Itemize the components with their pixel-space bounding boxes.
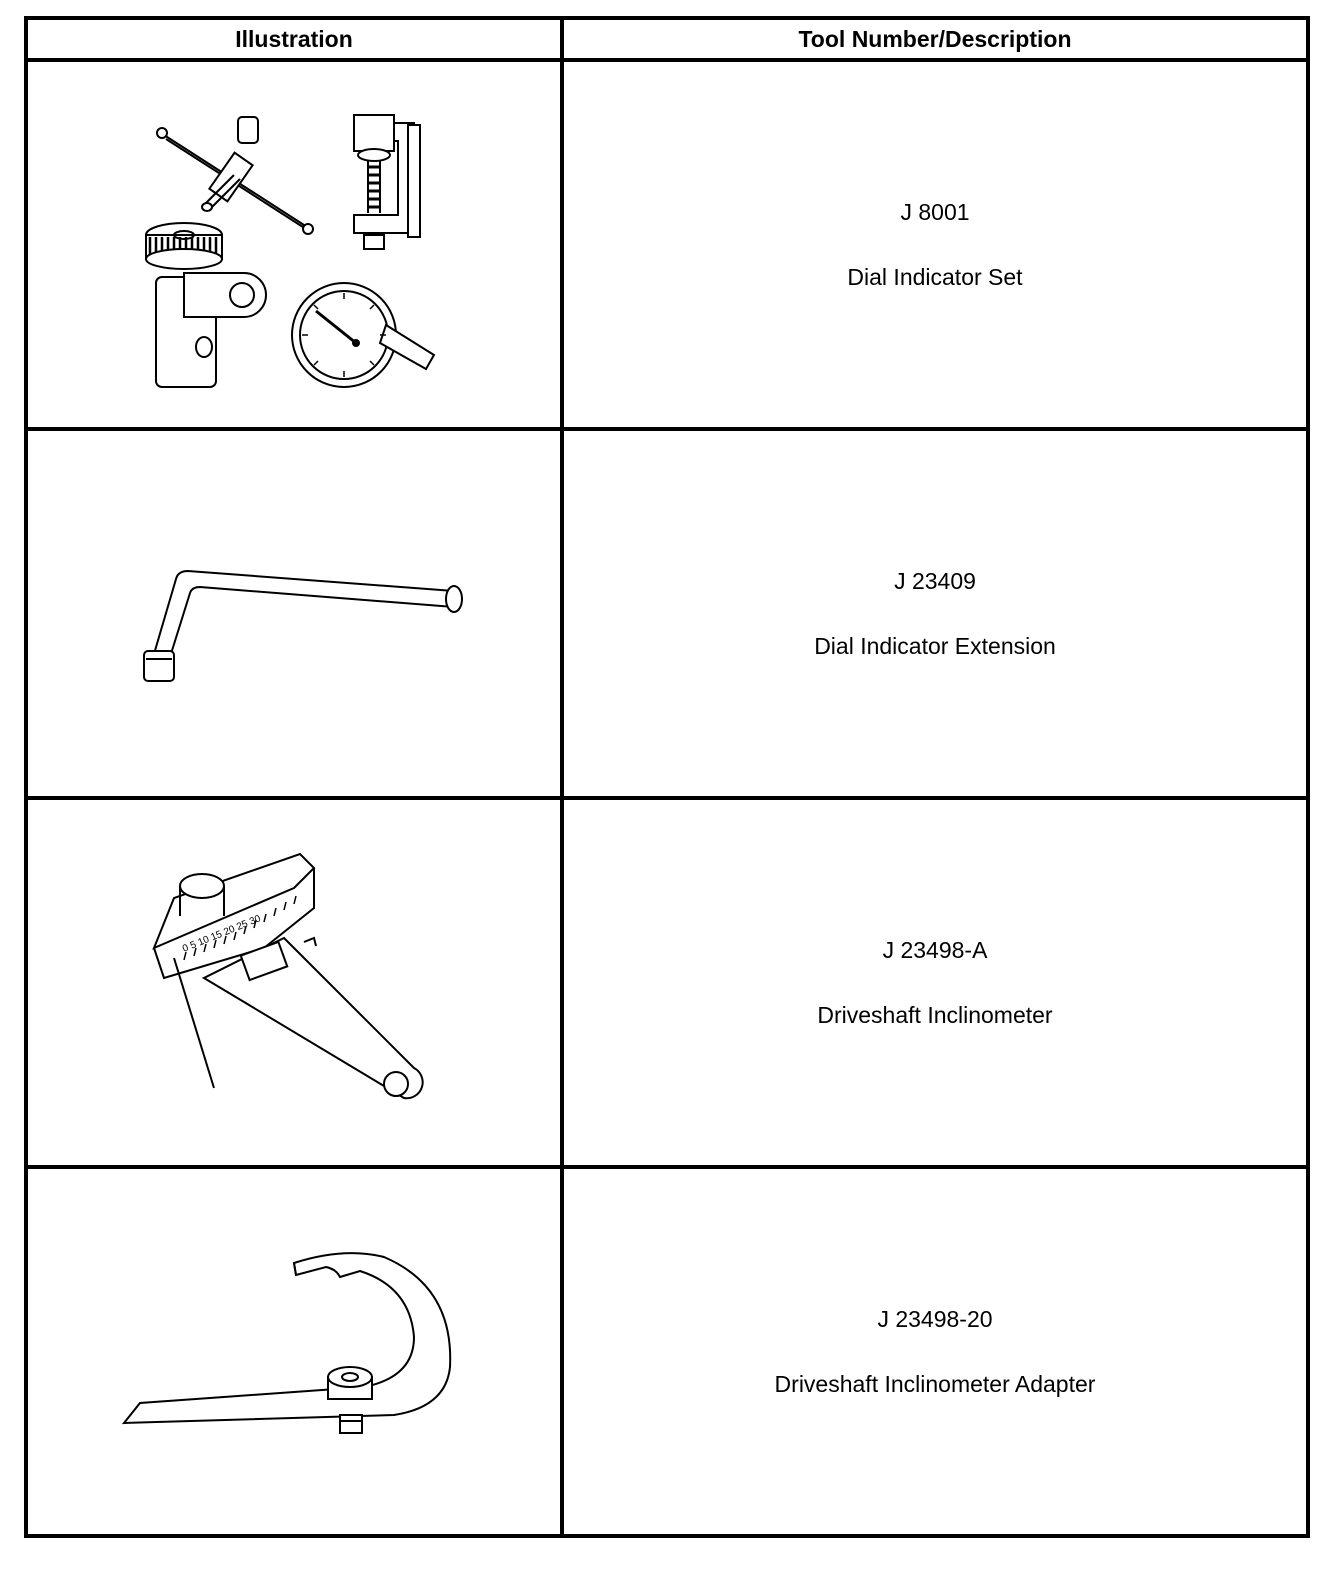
- tools-table: Illustration Tool Number/Description: [24, 16, 1310, 1538]
- illustration-cell: [24, 58, 564, 431]
- header-illustration: Illustration: [24, 16, 564, 62]
- illustration-cell: [24, 1165, 564, 1538]
- description-cell: J 23498-20 Driveshaft Inclinometer Adapt…: [560, 1165, 1310, 1538]
- dial-indicator-set-icon: [124, 95, 464, 395]
- table-row: J 8001 Dial Indicator Set: [24, 58, 1310, 431]
- table-row: J 23409 Dial Indicator Extension: [24, 427, 1310, 800]
- table-row: 0 5 10 15 20 25 30 J 23498-A Driveshaft …: [24, 796, 1310, 1169]
- illustration-cell: [24, 427, 564, 800]
- table-header-row: Illustration Tool Number/Description: [24, 16, 1310, 62]
- table-row: J 23498-20 Driveshaft Inclinometer Adapt…: [24, 1165, 1310, 1538]
- tool-number: J 23409: [894, 567, 976, 594]
- tool-description: Driveshaft Inclinometer Adapter: [774, 1370, 1096, 1397]
- inclinometer-adapter-icon: [114, 1237, 474, 1467]
- tool-number: J 23498-A: [882, 936, 988, 963]
- description-cell: J 23498-A Driveshaft Inclinometer: [560, 796, 1310, 1169]
- illustration-cell: 0 5 10 15 20 25 30: [24, 796, 564, 1169]
- tool-number: J 23498-20: [877, 1305, 993, 1332]
- tool-description: Driveshaft Inclinometer: [817, 1001, 1053, 1028]
- tool-number: J 8001: [900, 198, 970, 225]
- description-cell: J 8001 Dial Indicator Set: [560, 58, 1310, 431]
- tool-description: Dial Indicator Extension: [814, 632, 1056, 659]
- tool-description: Dial Indicator Set: [847, 263, 1023, 290]
- driveshaft-inclinometer-icon: 0 5 10 15 20 25 30: [144, 848, 444, 1118]
- description-cell: J 23409 Dial Indicator Extension: [560, 427, 1310, 800]
- header-tool-description: Tool Number/Description: [560, 16, 1310, 62]
- dial-indicator-extension-icon: [114, 539, 474, 689]
